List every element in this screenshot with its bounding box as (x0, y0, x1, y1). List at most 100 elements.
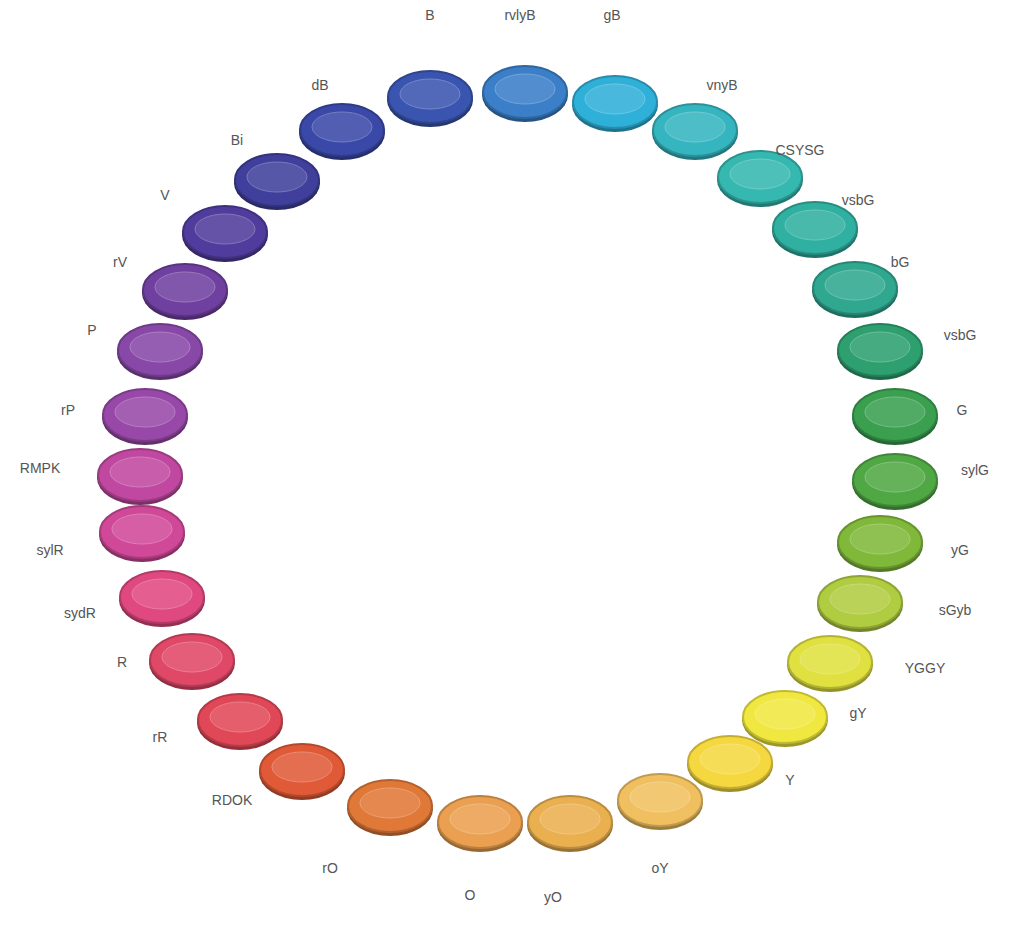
color-oval (299, 104, 385, 160)
oval-highlight (540, 804, 600, 834)
oval-body (743, 691, 827, 743)
oval-body (573, 76, 657, 128)
oval-highlight (630, 782, 690, 812)
oval-highlight (130, 332, 190, 362)
color-label: yG (951, 542, 969, 558)
oval-highlight (585, 84, 645, 114)
color-label: gB (603, 7, 620, 23)
oval-highlight (155, 272, 215, 302)
color-label: vsbG (944, 327, 977, 343)
color-oval (259, 744, 345, 800)
color-oval (149, 634, 235, 690)
color-oval (387, 71, 473, 127)
oval-highlight (400, 79, 460, 109)
oval-highlight (210, 702, 270, 732)
color-oval (527, 796, 613, 852)
oval-highlight (360, 788, 420, 818)
color-label: oY (651, 860, 668, 876)
oval-body (300, 104, 384, 156)
oval-body (120, 571, 204, 623)
oval-body (853, 454, 937, 506)
oval-highlight (865, 462, 925, 492)
oval-highlight (450, 804, 510, 834)
oval-highlight (800, 644, 860, 674)
color-label: Y (785, 772, 794, 788)
oval-body (838, 324, 922, 376)
oval-highlight (665, 112, 725, 142)
color-oval (437, 796, 523, 852)
oval-body (788, 636, 872, 688)
color-oval (852, 389, 938, 445)
color-oval (787, 636, 873, 692)
oval-body (183, 206, 267, 258)
color-oval (817, 576, 903, 632)
oval-body (653, 104, 737, 156)
color-oval (652, 104, 738, 160)
oval-body (818, 576, 902, 628)
oval-highlight (830, 584, 890, 614)
oval-body (143, 264, 227, 316)
color-label: bG (891, 254, 910, 270)
oval-body (348, 780, 432, 832)
color-oval (812, 262, 898, 318)
oval-body (838, 516, 922, 568)
color-oval (572, 76, 658, 132)
oval-highlight (825, 270, 885, 300)
oval-highlight (195, 214, 255, 244)
oval-body (100, 506, 184, 558)
color-label: RDOK (212, 792, 252, 808)
color-label: rvlyB (504, 7, 535, 23)
oval-body (388, 71, 472, 123)
oval-highlight (865, 397, 925, 427)
oval-body (198, 694, 282, 746)
color-label: rP (61, 402, 75, 418)
oval-highlight (272, 752, 332, 782)
color-label: sylR (36, 542, 63, 558)
oval-highlight (785, 210, 845, 240)
oval-body (260, 744, 344, 796)
color-label: Bi (231, 132, 243, 148)
oval-body (98, 449, 182, 501)
oval-highlight (850, 332, 910, 362)
color-oval (102, 389, 188, 445)
color-oval (197, 694, 283, 750)
color-label: O (465, 887, 476, 903)
color-label: YGGY (905, 660, 945, 676)
oval-highlight (730, 159, 790, 189)
color-oval (852, 454, 938, 510)
color-label: P (87, 322, 96, 338)
oval-highlight (700, 744, 760, 774)
color-label: sylG (961, 462, 989, 478)
color-label: R (117, 654, 127, 670)
color-oval (837, 516, 923, 572)
oval-highlight (755, 699, 815, 729)
color-label: CSYSG (775, 142, 824, 158)
color-label: G (957, 402, 968, 418)
oval-highlight (132, 579, 192, 609)
oval-body (528, 796, 612, 848)
oval-body (150, 634, 234, 686)
color-oval (837, 324, 923, 380)
oval-highlight (495, 74, 555, 104)
color-oval (742, 691, 828, 747)
color-label: rO (322, 860, 338, 876)
oval-highlight (115, 397, 175, 427)
oval-body (103, 389, 187, 441)
color-oval (97, 449, 183, 505)
oval-highlight (110, 457, 170, 487)
oval-body (483, 66, 567, 118)
color-label: vsbG (842, 192, 875, 208)
oval-body (688, 736, 772, 788)
color-label: gY (849, 705, 866, 721)
color-oval (117, 324, 203, 380)
color-oval (347, 780, 433, 836)
oval-highlight (247, 162, 307, 192)
color-label: rV (113, 254, 127, 270)
color-oval (482, 66, 568, 122)
oval-body (773, 202, 857, 254)
color-oval (119, 571, 205, 627)
color-label: yO (544, 889, 562, 905)
oval-highlight (162, 642, 222, 672)
color-label: V (160, 187, 169, 203)
color-oval (142, 264, 228, 320)
